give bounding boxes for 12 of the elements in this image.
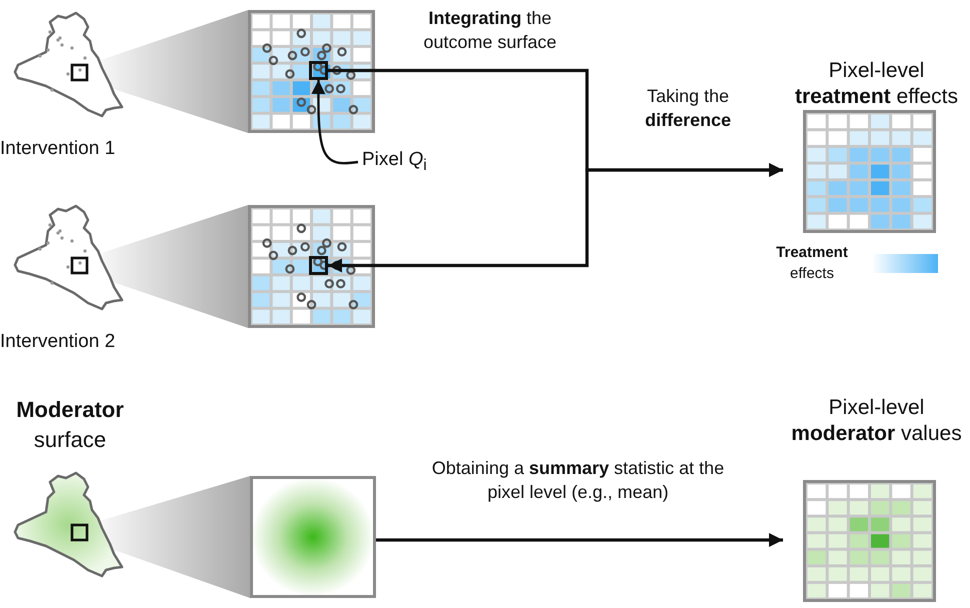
pixel-highlight (309, 61, 328, 80)
leader-arrow (311, 80, 358, 164)
map-caption: Intervention 1 (0, 138, 116, 160)
legend-label: Treatment effects (775, 243, 849, 284)
panel-title: Pixel-level treatment effects (794, 58, 960, 110)
map-caption: Intervention 2 (0, 331, 116, 353)
arrow (328, 163, 783, 272)
section-title: Moderator surface (15, 396, 125, 454)
pixel-highlight (309, 256, 328, 275)
arrow (376, 533, 783, 547)
pixel-label: Pixel Q$_{i}$ (362, 146, 454, 174)
panel-title: Pixel-level moderator values (790, 395, 963, 447)
